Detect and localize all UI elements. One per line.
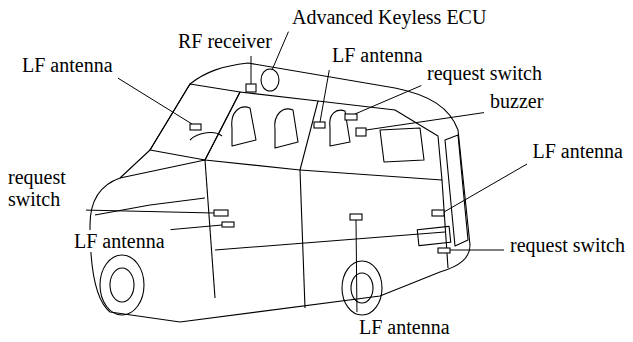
part-label: LF antenna (357, 316, 452, 338)
leader-line (251, 56, 252, 84)
leader-line (444, 164, 527, 212)
leader-line (366, 113, 484, 130)
part-label: LF antenna (72, 230, 167, 252)
leader-line (86, 210, 214, 213)
part-label: Advanced Keyless ECU (290, 6, 488, 28)
leader-line (356, 220, 358, 312)
part-label: RF receiver (176, 30, 274, 52)
part-label: LF antenna (530, 140, 625, 162)
leader-line (272, 32, 288, 70)
part-label: request switch (508, 234, 627, 256)
part-label: request switch (6, 166, 82, 210)
part-label: LF antenna (20, 54, 115, 76)
part-label: LF antenna (330, 44, 425, 66)
part-label: request switch (425, 62, 544, 84)
leader-line (355, 86, 421, 114)
leader-line (171, 225, 222, 230)
leader-line (118, 78, 192, 124)
leader-line (450, 250, 504, 251)
part-label: buzzer (488, 90, 545, 112)
leader-line (320, 70, 329, 122)
